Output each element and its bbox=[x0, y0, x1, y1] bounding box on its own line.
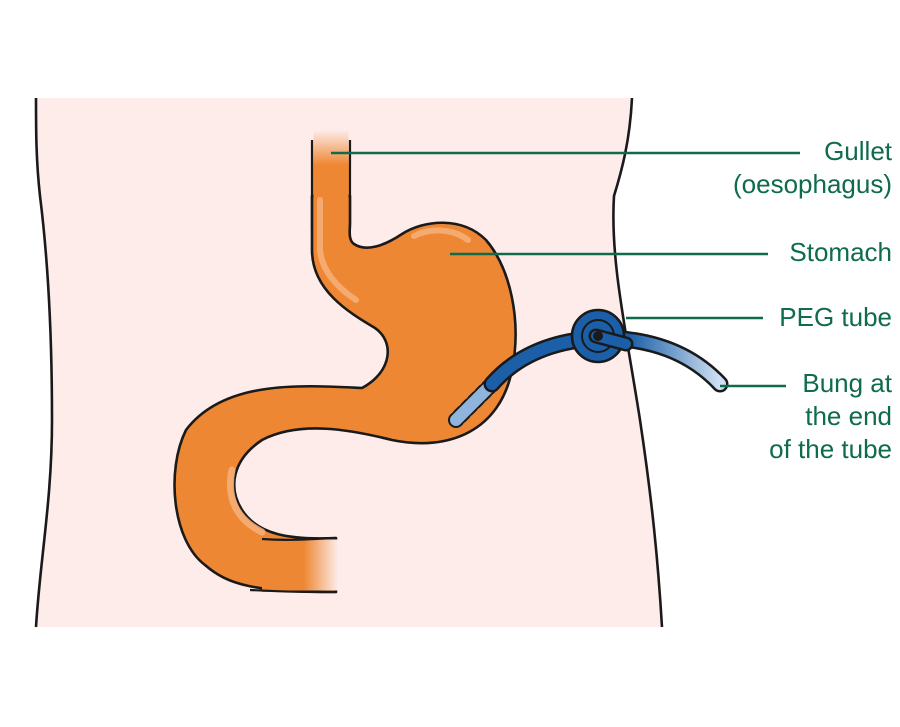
torso-right-outline bbox=[612, 97, 664, 628]
label-bung-line-3: of the tube bbox=[769, 434, 892, 464]
gullet-mask bbox=[313, 130, 349, 200]
peg-tube-disc-hole bbox=[593, 331, 603, 341]
stomach-highlight-top bbox=[411, 227, 471, 243]
stomach-highlight-lower bbox=[227, 466, 266, 536]
label-stomach-line-1: Stomach bbox=[789, 237, 892, 267]
label-gullet: Gullet (oesophagus) bbox=[733, 135, 892, 201]
duodenum-outline-top bbox=[261, 536, 337, 541]
duodenum-outline-bottom bbox=[249, 588, 337, 594]
label-bung: Bung at the end of the tube bbox=[769, 367, 892, 466]
torso-left-outline bbox=[34, 97, 54, 628]
label-stomach: Stomach bbox=[789, 236, 892, 269]
label-gullet-line-2: (oesophagus) bbox=[733, 169, 892, 199]
duodenum-mask bbox=[262, 539, 338, 591]
label-peg-tube-line-1: PEG tube bbox=[779, 302, 892, 332]
stomach-shape bbox=[173, 194, 517, 594]
stomach-highlight-upper bbox=[317, 197, 359, 303]
label-peg-tube: PEG tube bbox=[779, 301, 892, 334]
label-bung-line-1: Bung at bbox=[802, 368, 892, 398]
label-gullet-line-1: Gullet bbox=[824, 136, 892, 166]
label-bung-line-2: the end bbox=[805, 401, 892, 431]
